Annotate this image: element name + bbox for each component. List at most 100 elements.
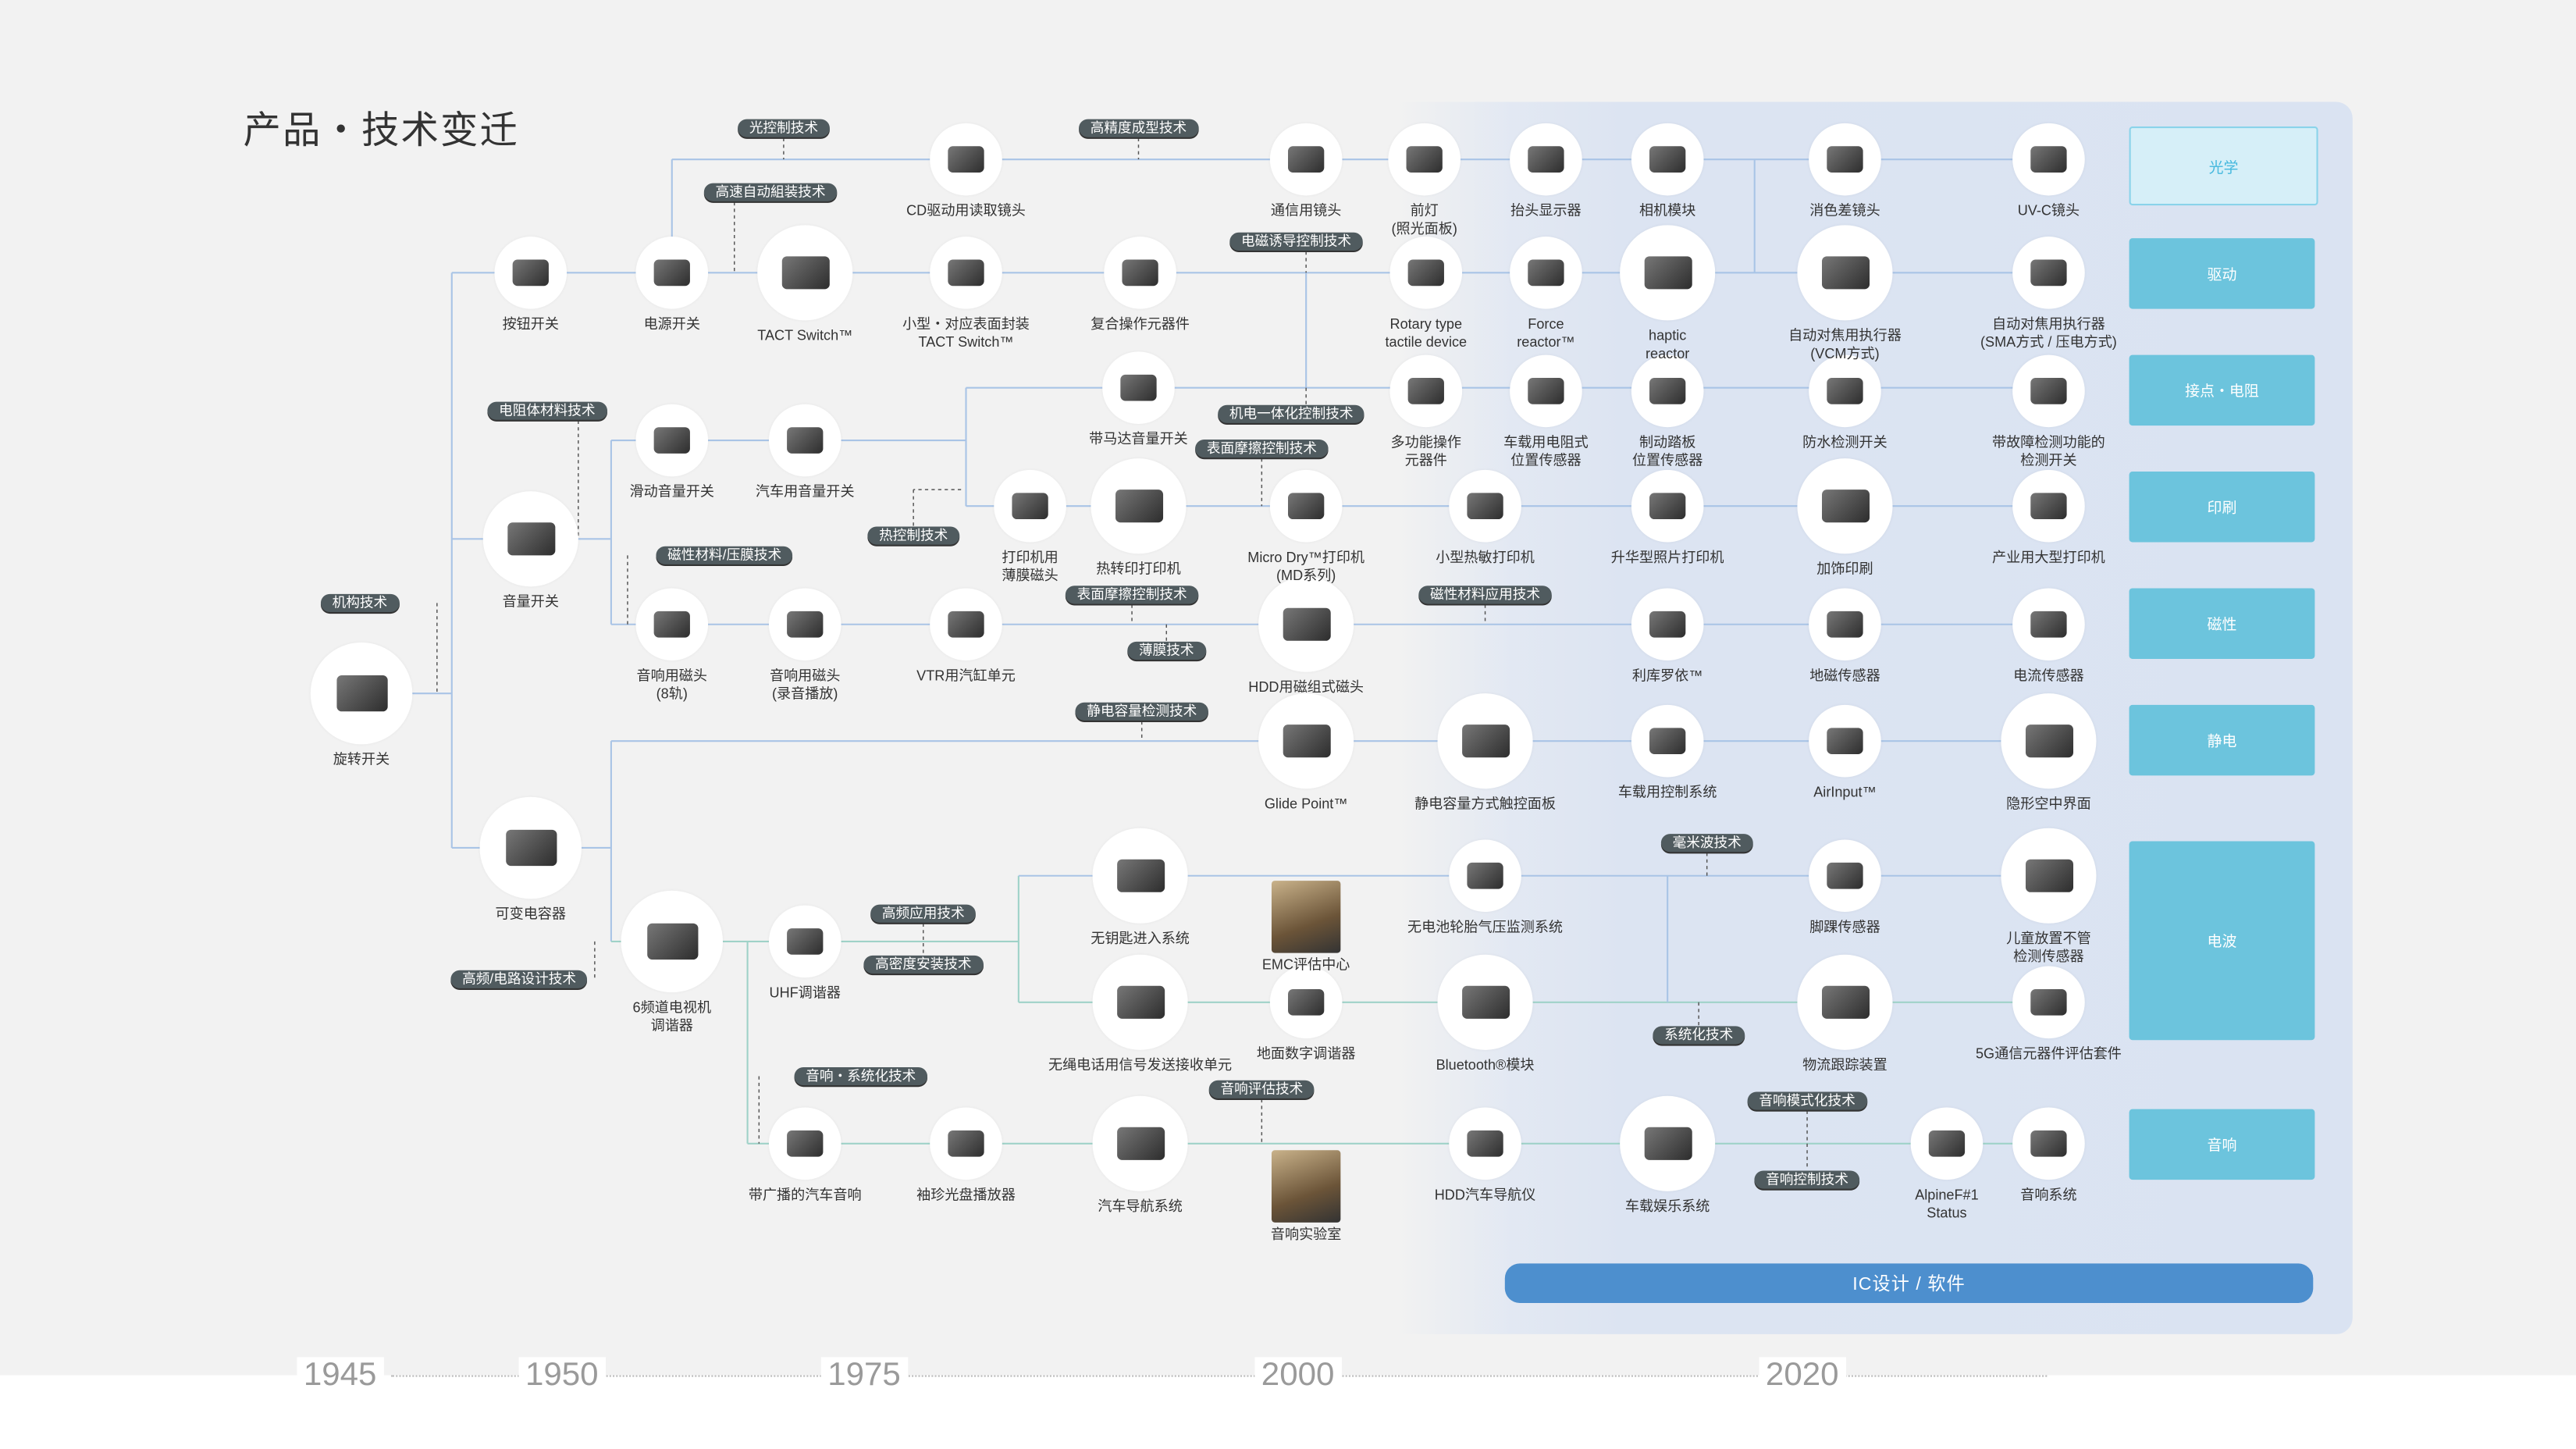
product-image	[757, 225, 853, 321]
product-image	[1437, 954, 1533, 1050]
product-image	[1258, 693, 1354, 789]
product-icon	[653, 427, 690, 454]
product-image	[1809, 123, 1881, 196]
product-icon	[948, 260, 984, 286]
technology-pill: 磁性材料应用技术	[1418, 586, 1552, 604]
technology-pill: 磁性材料/压膜技术	[656, 546, 793, 564]
product-label: haptic reactor	[1646, 326, 1690, 361]
product-image	[479, 796, 582, 899]
technology-pill: 音响模式化技术	[1747, 1091, 1867, 1110]
product-icon	[787, 928, 824, 955]
product-icon	[1122, 260, 1158, 286]
product-image	[768, 1107, 841, 1180]
product-image	[994, 469, 1066, 543]
technology-pill: 电阻体材料技术	[487, 401, 607, 420]
product-image	[2012, 237, 2085, 309]
product-icon	[2030, 260, 2067, 286]
product-label: Rotary type tactile device	[1385, 315, 1468, 350]
product-label: 利库罗依™	[1631, 667, 1703, 684]
product-icon	[1282, 724, 1330, 758]
product-label: 隐形空中界面	[2006, 795, 2091, 812]
product-label: 打印机用 薄膜磁头	[1002, 548, 1059, 583]
product-label: 音响用磁头 (8轨)	[636, 667, 707, 701]
product-icon	[1928, 1130, 1966, 1156]
product-icon	[1649, 146, 1686, 173]
product-icon	[2030, 493, 2067, 519]
category-button[interactable]: 静电	[2129, 704, 2315, 776]
product-image	[1092, 828, 1188, 924]
product-icon	[1649, 493, 1686, 519]
product-label: 静电容量方式触控面板	[1414, 795, 1556, 812]
technology-pill: 高频/电路设计技术	[450, 970, 588, 988]
product-image	[1269, 966, 1343, 1039]
product-image	[930, 1107, 1002, 1180]
product-image	[2012, 588, 2085, 661]
product-icon	[1288, 493, 1325, 519]
technology-pill: 电磁诱导控制技术	[1229, 232, 1363, 251]
product-label: 无绳电话用信号发送接收单元	[1048, 1056, 1233, 1073]
product-icon	[1116, 859, 1165, 893]
product-image	[2001, 693, 2097, 789]
product-label: Force reactor™	[1517, 315, 1575, 350]
product-label: 滑动音量开关	[629, 482, 715, 500]
product-label: TACT Switch™	[757, 326, 853, 344]
product-image	[1631, 123, 1704, 196]
category-button[interactable]: 电波	[2129, 841, 2315, 1041]
product-label: AirInput™	[1813, 783, 1877, 800]
product-label: 无电池轮胎气压监测系统	[1407, 918, 1564, 935]
product-image	[1631, 704, 1704, 778]
product-label: 音响实验室	[1270, 1226, 1342, 1243]
product-label: 袖珍光盘播放器	[916, 1186, 1016, 1203]
product-label: 地面数字调谐器	[1256, 1045, 1356, 1062]
product-icon	[653, 260, 690, 286]
product-image	[1449, 469, 1521, 543]
product-icon	[1407, 260, 1444, 286]
product-image	[635, 237, 709, 309]
product-label: 多功能操作 元器件	[1390, 433, 1462, 468]
ic-design-software-bar[interactable]: IC设计 / 软件	[1504, 1263, 2314, 1303]
product-icon	[1461, 985, 1510, 1020]
technology-pill: 高精度成型技术	[1079, 119, 1198, 137]
product-icon	[1649, 378, 1686, 404]
product-label: 脚踝传感器	[1809, 918, 1880, 935]
product-icon	[1528, 378, 1564, 404]
product-icon	[1827, 863, 1863, 888]
product-icon	[646, 924, 698, 959]
product-label: 5G通信元器件评估套件	[1975, 1045, 2122, 1062]
product-label: UV-C镜头	[2017, 201, 2080, 219]
product-image	[2012, 354, 2085, 428]
product-icon	[1288, 146, 1325, 173]
category-button[interactable]: 磁性	[2129, 588, 2315, 659]
product-label: 通信用镜头	[1270, 201, 1342, 219]
product-icon	[507, 522, 555, 556]
category-button[interactable]: 音响	[2129, 1109, 2315, 1180]
product-icon	[1528, 146, 1564, 173]
product-image	[1258, 576, 1354, 672]
product-image	[1510, 354, 1582, 428]
product-icon	[1827, 728, 1863, 754]
product-image	[1449, 839, 1521, 913]
category-button[interactable]: 驱动	[2129, 238, 2315, 309]
product-image	[768, 404, 841, 477]
product-image	[1510, 237, 1582, 309]
product-image	[1437, 693, 1533, 789]
product-image	[1510, 123, 1582, 196]
product-icon	[1461, 724, 1510, 758]
product-label: 带广播的汽车音响	[748, 1186, 862, 1203]
product-icon	[1288, 989, 1325, 1015]
product-image	[621, 890, 724, 993]
product-image	[1449, 1107, 1521, 1180]
category-button[interactable]: 光学	[2129, 126, 2318, 206]
product-label: 车载娱乐系统	[1624, 1198, 1710, 1215]
category-button[interactable]: 接点・电阻	[2129, 354, 2315, 426]
product-label: 带故障检测功能的 检测开关	[1992, 433, 2105, 468]
product-icon	[1407, 378, 1444, 404]
product-icon	[2030, 146, 2067, 173]
product-icon	[1282, 607, 1330, 642]
technology-pill: 机电一体化控制技术	[1218, 404, 1365, 423]
technology-pill: 静电容量检测技术	[1075, 702, 1208, 721]
product-label: 相机模块	[1638, 201, 1696, 219]
product-icon	[505, 830, 557, 866]
category-button[interactable]: 印刷	[2129, 472, 2315, 543]
product-label: 产业用大型打印机	[1992, 548, 2105, 565]
